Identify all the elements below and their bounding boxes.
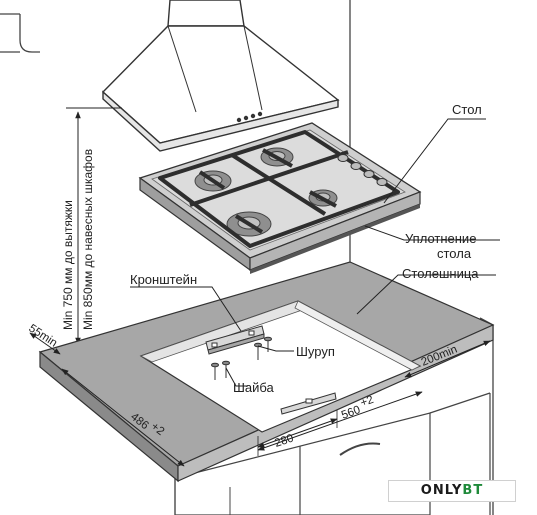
label-screw: Шуруп [296,344,335,359]
leader-lines [130,118,500,387]
screw-icon [211,336,272,380]
control-knobs [337,154,388,186]
dim-55min: 55min [26,322,59,349]
clearance-label-hood: Min 750 мм до вытяжки [61,200,75,330]
label-table: Стол [452,102,482,117]
dim-280: 280 [273,433,295,450]
watermark-part2: BT [462,483,484,498]
watermark-part1: ONLY [420,483,463,498]
label-seal-line1: Уплотнение [405,231,476,246]
gas-hob [138,122,422,274]
grates [158,130,400,248]
label-washer: Шайба [233,380,275,395]
dimension-lines [29,332,491,467]
label-countertop: Столешница [402,266,479,281]
range-hood [101,0,340,152]
label-seal-line2: стола [437,246,472,261]
label-bracket: Кронштейн [130,272,197,287]
clearance-label-cabinets: Min 850мм до навесных шкафов [81,149,95,330]
watermark-logo: ONLYBT [388,480,516,502]
clearance-text: Min 750 мм до вытяжки Min 850мм до навес… [61,149,95,330]
clearance-dimension [66,107,122,345]
dim-560-tol: +2 [359,394,375,410]
